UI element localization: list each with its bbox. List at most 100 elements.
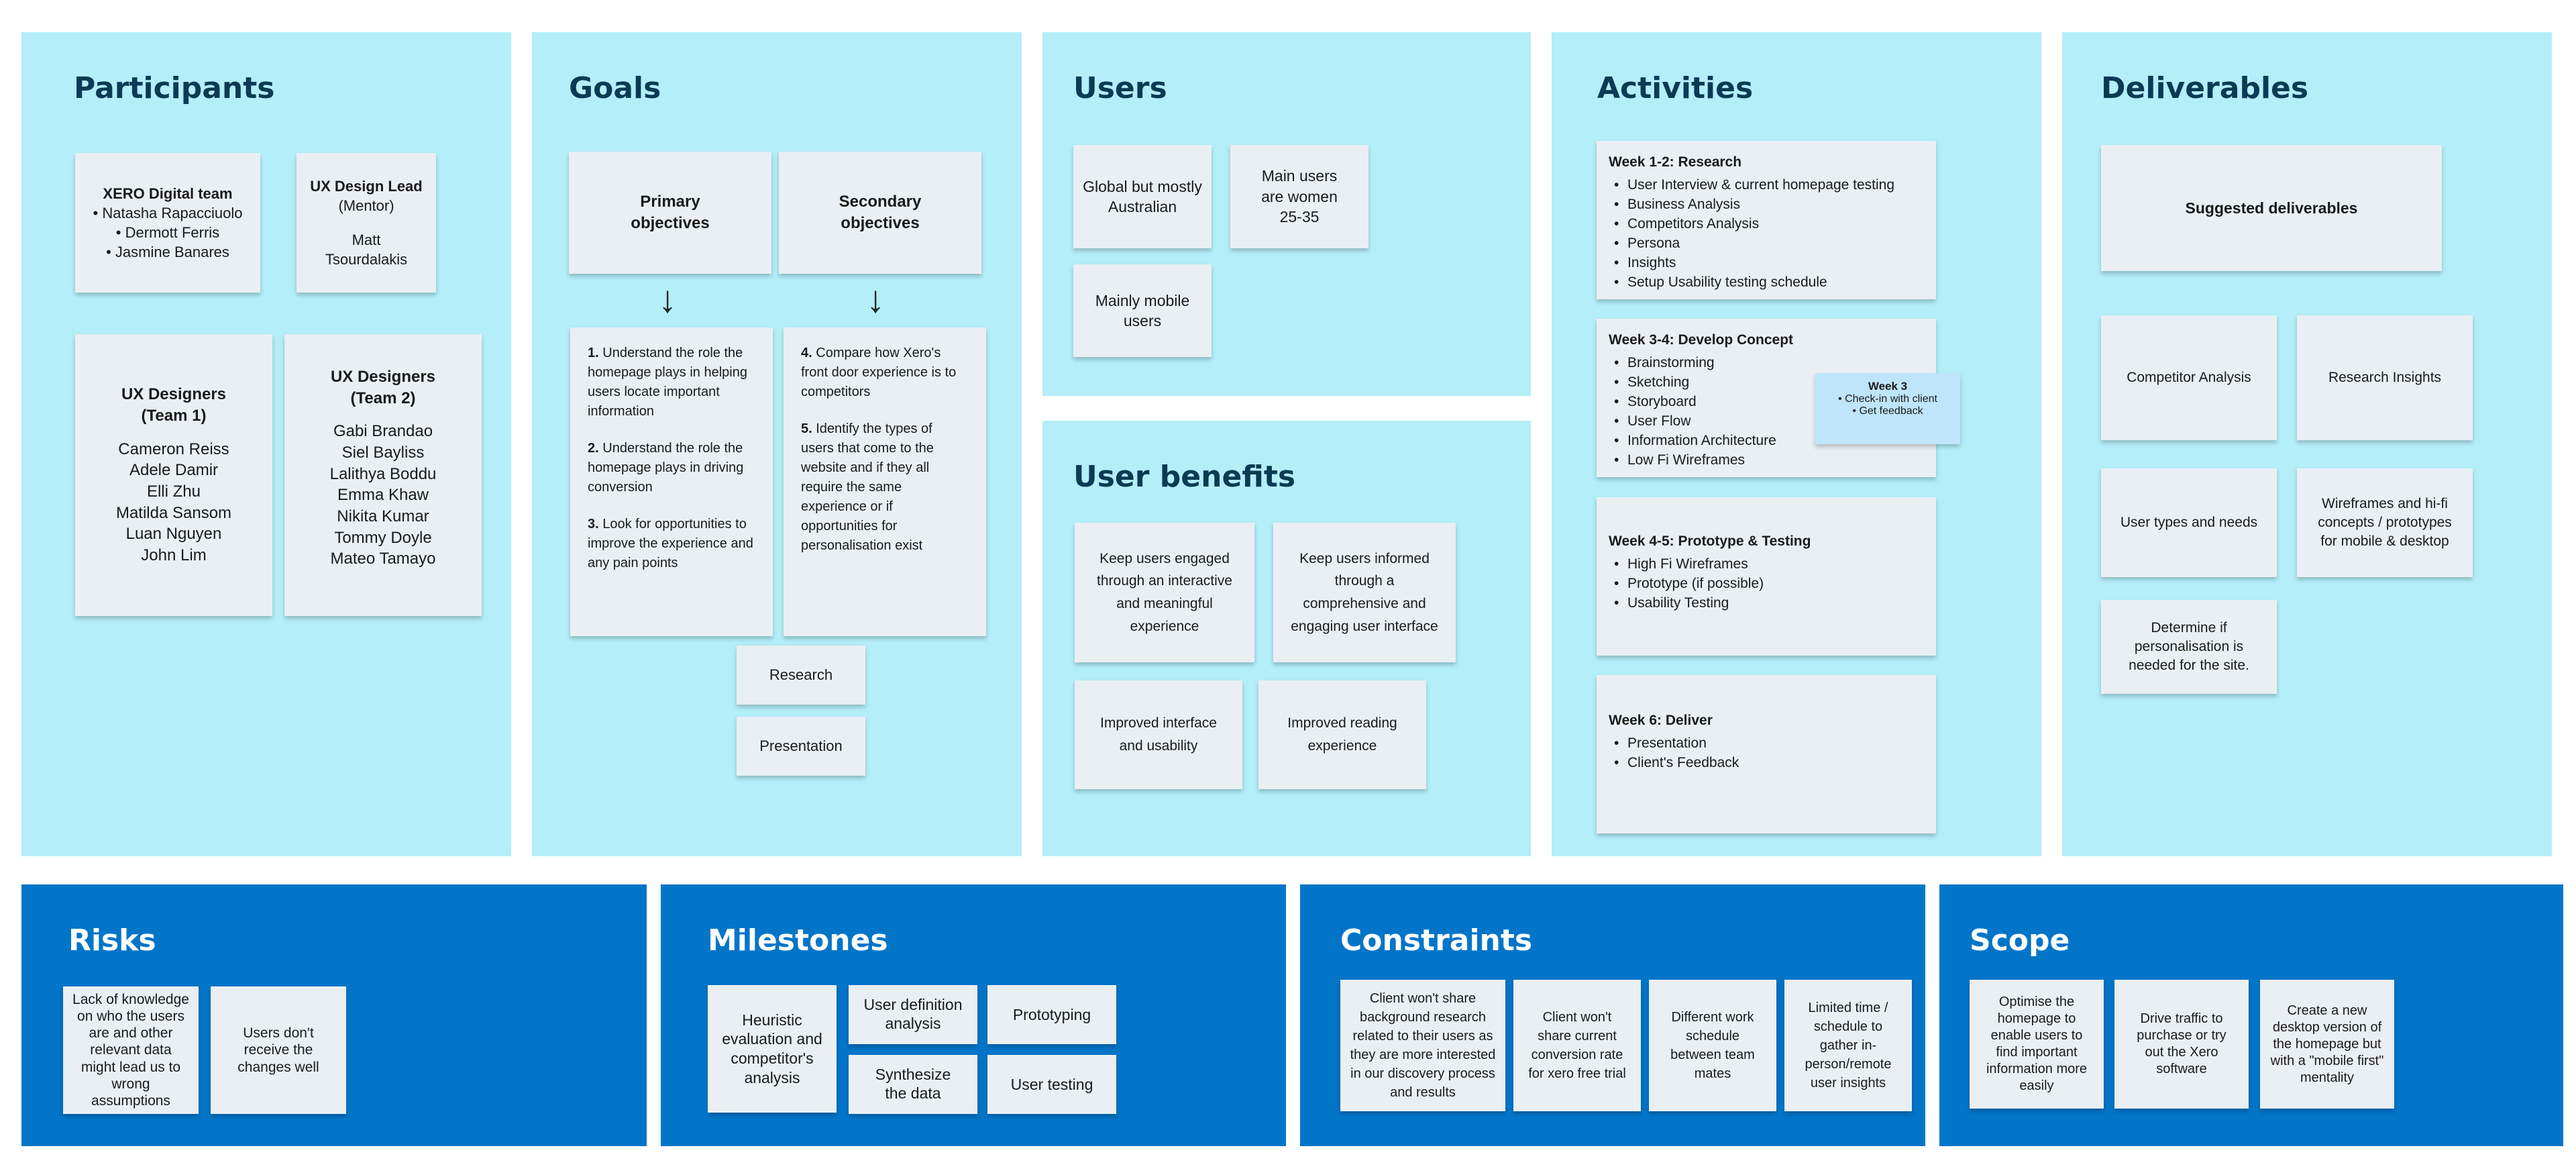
suggested-deliverables-note[interactable]: Suggested deliverables [2101,145,2442,271]
list-item: Lalithya Boddu [329,464,437,483]
deliverable-note[interactable]: Competitor Analysis [2101,315,2277,440]
list-item: Adele Damir [129,461,219,480]
list-item: Persona [1609,234,1924,254]
week-6-note[interactable]: Week 6: Deliver Presentation Client's Fe… [1597,675,1936,833]
deliverable-note[interactable]: Determine if personalisation is needed f… [2101,600,2277,694]
deliverable-note[interactable]: Research Insights [2297,315,2473,440]
list-item: Luan Nguyen [125,525,222,544]
risk-note[interactable]: Lack of knowledge on who the users are a… [63,986,199,1114]
arrow-down-icon: ↓ [866,278,885,320]
list-item: Storyboard [1609,393,1924,412]
research-note[interactable]: Research [737,646,865,705]
scope-note[interactable]: Drive traffic to purchase or try out the… [2114,980,2249,1109]
milestone-note[interactable]: Prototyping [987,985,1116,1044]
week-title: Week 1-2: Research [1609,154,1742,170]
suggested-deliverables-label: Suggested deliverables [2185,199,2358,217]
list-item: Cameron Reiss [118,440,229,458]
list-item: Siel Bayliss [341,444,425,462]
presentation-note[interactable]: Presentation [737,717,865,776]
list-item: Elli Zhu [146,482,201,501]
milestone-note[interactable]: User testing [987,1055,1116,1114]
list-item: Emma Khaw [337,486,429,505]
deliverable-note[interactable]: User types and needs [2101,468,2277,577]
users-panel: Users Global but mostly Australian Main … [1042,32,1531,396]
list-item: Business Analysis [1609,195,1924,215]
list-item: Insights [1609,254,1924,273]
xero-team-title: XERO Digital team [103,185,233,202]
user-note[interactable]: Global but mostly Australian [1073,145,1212,248]
primary-objectives-label: Primary objectives [631,193,710,232]
week-3-title: Week 3 [1868,380,1908,393]
constraint-note[interactable]: Different work schedule between team mat… [1649,980,1776,1111]
user-benefits-panel: User benefits Keep users engaged through… [1042,421,1531,856]
participants-panel: Participants XERO Digital team Natasha R… [21,32,511,856]
list-item: John Lim [141,546,207,565]
constraint-note[interactable]: Client won't share background research r… [1340,980,1505,1111]
team1-title: UX Designers (Team 1) [121,385,227,425]
primary-objectives-note[interactable]: Primary objectives [569,152,771,274]
list-item: Information Architecture [1609,431,1924,451]
list-item: Prototype (if possible) [1609,574,1924,594]
ux-lead-subtitle: (Mentor) [338,197,394,214]
list-item: Tommy Doyle [334,528,432,547]
users-title: Users [1073,71,1167,105]
ux-lead-name: Matt Tsourdalakis [325,232,408,268]
xero-team-list: Natasha Rapacciuolo Dermott Ferris Jasmi… [93,203,243,262]
activities-title: Activities [1597,71,1754,105]
deliverables-title: Deliverables [2101,71,2309,105]
benefit-note[interactable]: Improved reading experience [1258,680,1426,789]
list-item: Usability Testing [1609,594,1924,613]
risks-panel: Risks Lack of knowledge on who the users… [21,884,647,1146]
week-title: Week 3-4: Develop Concept [1609,332,1794,348]
secondary-objectives-note[interactable]: Secondary objectives [779,152,981,274]
milestone-note[interactable]: Heuristic evaluation and competitor's an… [708,985,837,1113]
deliverable-note[interactable]: Wireframes and hi-fi concepts / prototyp… [2297,468,2473,577]
scope-note[interactable]: Create a new desktop version of the home… [2260,980,2394,1109]
secondary-objectives-label: Secondary objectives [839,193,922,232]
benefit-note[interactable]: Improved interface and usability [1075,680,1242,789]
team2-note[interactable]: UX Designers (Team 2) Gabi Brandao Siel … [284,334,482,616]
objective-item: 3. Look for opportunities to improve the… [588,517,753,570]
list-item: Brainstorming [1609,354,1924,373]
benefit-note[interactable]: Keep users engaged through an interactiv… [1075,523,1254,662]
scope-note[interactable]: Optimise the homepage to enable users to… [1970,980,2104,1109]
list-item: Matilda Sansom [115,503,232,522]
week-title: Week 6: Deliver [1609,713,1713,728]
team1-note[interactable]: UX Designers (Team 1) Cameron Reiss Adel… [75,334,272,616]
list-item: Natasha Rapacciuolo [93,203,242,223]
user-note[interactable]: Mainly mobile users [1073,264,1212,357]
objective-item: 4. Compare how Xero's front door experie… [801,346,957,399]
team2-members: Gabi Brandao Siel Bayliss Lalithya Boddu… [330,421,437,570]
week-items: High Fi Wireframes Prototype (if possibl… [1609,555,1924,613]
week-4-5-note[interactable]: Week 4-5: Prototype & Testing High Fi Wi… [1597,497,1936,656]
list-item: Client's Feedback [1609,754,1924,773]
list-item: Gabi Brandao [333,422,433,441]
list-item: Get feedback [1821,405,1955,417]
list-item: User Interview & current homepage testin… [1609,176,1924,195]
risks-title: Risks [68,923,156,958]
milestone-note[interactable]: Synthesize the data [849,1055,977,1114]
week-items: Brainstorming Sketching Storyboard User … [1609,354,1924,470]
primary-objectives-list[interactable]: 1. Understand the role the homepage play… [570,327,773,636]
list-item: Competitors Analysis [1609,215,1924,234]
user-note[interactable]: Main users are women 25-35 [1230,145,1368,248]
list-item: Jasmine Banares [93,242,243,262]
ux-lead-title: UX Design Lead [310,177,423,195]
xero-team-note[interactable]: XERO Digital team Natasha Rapacciuolo De… [75,153,260,293]
deliverables-panel: Deliverables Suggested deliverables Comp… [2062,32,2552,856]
team2-title: UX Designers (Team 2) [330,368,436,407]
week-3-checkin-note[interactable]: Week 3 Check-in with client Get feedback [1815,373,1960,444]
milestone-note[interactable]: User definition analysis [849,985,977,1044]
list-item: Setup Usability testing schedule [1609,273,1924,293]
list-item: Mateo Tamayo [330,550,436,568]
milestones-panel: Milestones Heuristic evaluation and comp… [661,884,1286,1146]
ux-lead-note[interactable]: UX Design Lead (Mentor) Matt Tsourdalaki… [297,153,436,293]
constraint-note[interactable]: Limited time / schedule to gather in-per… [1784,980,1912,1111]
week-1-2-note[interactable]: Week 1-2: Research User Interview & curr… [1597,141,1936,299]
risk-note[interactable]: Users don't receive the changes well [211,986,346,1114]
benefit-note[interactable]: Keep users informed through a comprehens… [1273,523,1456,662]
list-item: Presentation [1609,734,1924,754]
secondary-objectives-list[interactable]: 4. Compare how Xero's front door experie… [784,327,986,636]
list-item: Check-in with client [1821,393,1955,405]
constraint-note[interactable]: Client won't share current conversion ra… [1513,980,1641,1111]
